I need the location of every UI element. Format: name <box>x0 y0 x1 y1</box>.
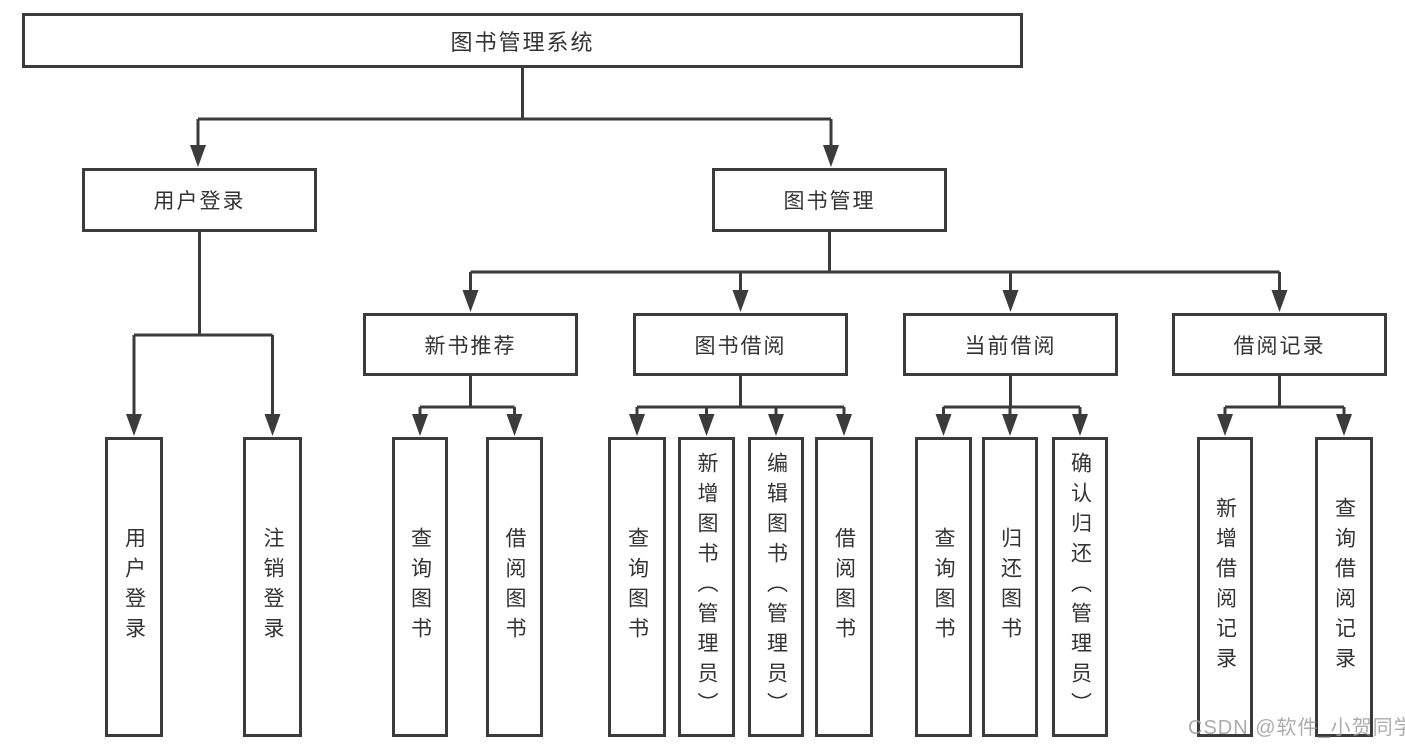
node-current-borrowing-label: 当前借阅 <box>964 334 1057 358</box>
node-current-borrowing: 当前借阅 <box>903 313 1118 376</box>
leaf-query-books-borrowing: 查询图书 <box>608 437 666 737</box>
leaf-borrow-books-recommend-label: 借阅图书 <box>503 527 526 647</box>
leaf-query-books-recommend: 查询图书 <box>392 437 448 737</box>
leaf-query-books-recommend-label: 查询图书 <box>408 527 432 647</box>
leaf-query-borrow-record-label: 查询借阅记录 <box>1332 497 1356 677</box>
node-user-login-label: 用户登录 <box>153 190 246 213</box>
leaf-confirm-return-admin: 确认归还（管理员） <box>1052 437 1108 737</box>
leaf-edit-book-admin: 编辑图书（管理员） <box>748 437 804 737</box>
leaf-borrow-books-borrowing-label: 借阅图书 <box>832 527 856 647</box>
leaf-borrow-books-borrowing: 借阅图书 <box>815 437 873 737</box>
leaf-add-book-admin: 新增图书（管理员） <box>678 437 735 737</box>
leaf-add-borrow-record-label: 新增借阅记录 <box>1213 497 1237 677</box>
leaf-confirm-return-admin-label: 确认归还（管理员） <box>1068 452 1092 722</box>
leaf-query-books-current-label: 查询图书 <box>932 527 955 647</box>
leaf-user-login-label: 用户登录 <box>122 527 146 647</box>
leaf-borrow-books-recommend: 借阅图书 <box>486 437 543 737</box>
leaf-logout-label: 注销登录 <box>261 527 284 647</box>
leaf-edit-book-admin-label: 编辑图书（管理员） <box>764 452 788 722</box>
node-user-login: 用户登录 <box>82 168 317 232</box>
node-new-book-recommendation-label: 新书推荐 <box>424 334 517 358</box>
leaf-query-books-borrowing-label: 查询图书 <box>625 527 649 647</box>
leaf-add-book-admin-label: 新增图书（管理员） <box>695 452 718 722</box>
leaf-add-borrow-record: 新增借阅记录 <box>1197 437 1253 737</box>
node-library-system-label: 图书管理系统 <box>450 29 595 55</box>
arrowheads <box>126 145 1352 436</box>
node-book-borrowing-label: 图书借阅 <box>694 334 787 358</box>
node-borrowing-records-label: 借阅记录 <box>1233 334 1326 358</box>
node-book-management-label: 图书管理 <box>783 190 876 213</box>
node-book-borrowing: 图书借阅 <box>633 313 848 376</box>
leaf-query-books-current: 查询图书 <box>915 437 972 737</box>
node-new-book-recommendation: 新书推荐 <box>363 313 578 376</box>
watermark-text: CSDN @软件_小贺同学 <box>1188 717 1405 739</box>
node-library-system: 图书管理系统 <box>22 13 1023 68</box>
leaf-return-books: 归还图书 <box>982 437 1038 737</box>
leaf-user-login: 用户登录 <box>105 437 163 737</box>
leaf-query-borrow-record: 查询借阅记录 <box>1315 437 1373 737</box>
leaf-logout: 注销登录 <box>243 437 302 737</box>
node-book-management: 图书管理 <box>712 168 947 232</box>
node-borrowing-records: 借阅记录 <box>1172 313 1387 376</box>
leaf-return-books-label: 归还图书 <box>998 527 1022 647</box>
